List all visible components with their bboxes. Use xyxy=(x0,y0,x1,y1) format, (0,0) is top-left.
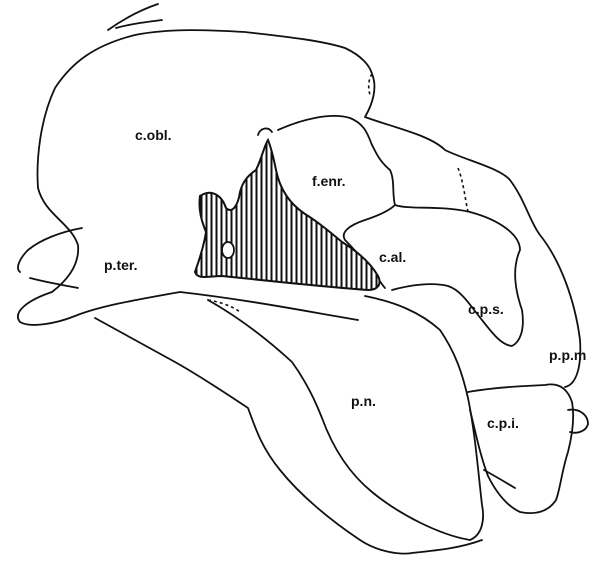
hatched-structure xyxy=(195,140,380,290)
hatched-hole xyxy=(222,242,234,258)
c-p-i-outline xyxy=(468,384,573,513)
label-c-p-i: c.p.i. xyxy=(487,415,519,431)
right-tab-outline xyxy=(568,410,588,433)
lower-jaw-outline xyxy=(95,318,482,554)
label-c-obl: c.obl. xyxy=(135,127,172,143)
label-f-enr: f.enr. xyxy=(312,173,345,189)
label-c-al: c.al. xyxy=(379,249,406,265)
label-p-n: p.n. xyxy=(351,393,376,409)
top-spine-lines xyxy=(108,4,162,30)
dashed-seam-right xyxy=(458,168,468,212)
label-p-ter: p.ter. xyxy=(104,257,137,273)
lip-left-outline xyxy=(18,228,82,288)
label-p-p-m: p.p.m xyxy=(549,347,586,363)
dashed-seam-top xyxy=(369,74,372,95)
label-c-p-s: c.p.s. xyxy=(468,301,504,317)
lower-region-outline xyxy=(208,296,483,540)
